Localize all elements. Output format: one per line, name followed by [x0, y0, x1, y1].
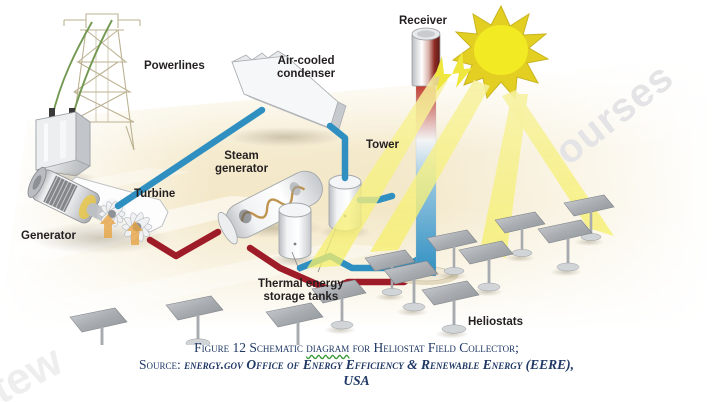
caption-source-lead: Source:	[138, 356, 185, 372]
heliostat	[69, 307, 128, 345]
heliostat	[383, 260, 439, 317]
heliostat	[421, 280, 480, 339]
label-air-cooled-condenser: Air-cooled condenser	[277, 55, 336, 80]
heliostat	[537, 219, 593, 277]
heliostat	[311, 279, 367, 335]
heliostat	[426, 229, 478, 280]
caption-line-2: Source: energy.gov Office of Energy Effi…	[0, 357, 713, 374]
steam-flow-arrows	[100, 214, 143, 245]
heliostat	[563, 194, 615, 246]
caption-line1-a: Schematic	[245, 340, 307, 355]
label-powerlines: Powerlines	[144, 60, 205, 72]
air-cooled-condenser-icon	[227, 50, 347, 147]
caption-source-body: energy.gov Office of Energy Efficiency &…	[184, 356, 575, 372]
light-beams	[307, 72, 614, 268]
label-thermal-energy-storage-tanks: Thermal energy storage tanks	[258, 278, 344, 303]
label-tower: Tower	[366, 139, 400, 151]
label-generator: Generator	[21, 230, 76, 242]
sun-icon	[451, 4, 550, 100]
heliostat	[165, 295, 224, 345]
caption-line-3: USA	[343, 373, 370, 388]
heliostat	[265, 302, 324, 345]
schematic-illustration	[0, 4, 713, 345]
heliostat	[458, 240, 514, 297]
caption-misspelled-word: diagram	[306, 340, 350, 355]
label-turbine: Turbine	[134, 188, 176, 200]
generator-turbine-assembly	[27, 166, 170, 254]
caption-figure-number: Figure 12	[194, 340, 246, 355]
receiver-icon	[411, 27, 441, 87]
insulator	[49, 108, 55, 122]
label-receiver: Receiver	[399, 15, 447, 27]
beam-arrowheads	[434, 52, 472, 92]
label-steam-generator: Steam generator	[215, 150, 269, 175]
caption-line1-b: for Heliostat Field Collector;	[349, 340, 519, 355]
figure-caption: Figure 12 Schematic diagram for Heliosta…	[0, 340, 713, 390]
label-heliostats: Heliostats	[468, 316, 523, 328]
heliostat	[364, 249, 416, 301]
heliostat-field	[69, 194, 615, 345]
heliostat	[494, 211, 546, 262]
caption-line-1: Figure 12 Schematic diagram for Heliosta…	[0, 340, 713, 357]
